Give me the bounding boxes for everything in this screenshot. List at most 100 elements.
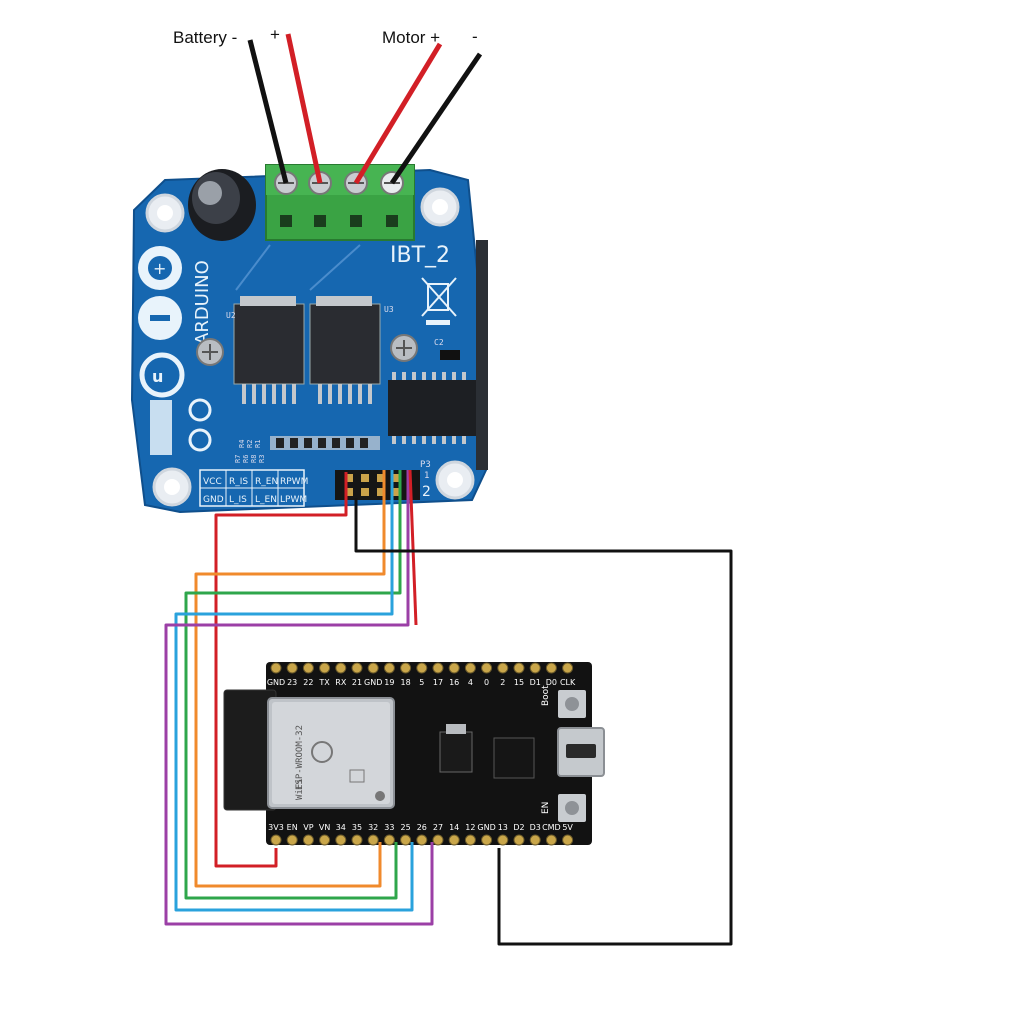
- header-pin: [416, 834, 428, 846]
- header-pin: [335, 662, 347, 674]
- header-pin: [367, 662, 379, 674]
- header-pin: [448, 834, 460, 846]
- header-pin: [481, 834, 493, 846]
- resistor-label: R4: [238, 440, 246, 448]
- mounting-hole-bottom-right: [435, 460, 475, 500]
- pin-label: VP: [303, 823, 313, 832]
- pin-label: D2: [513, 823, 524, 832]
- motor-minus-label: -: [472, 27, 478, 46]
- header-pin: [383, 834, 395, 846]
- header-pin: [497, 662, 509, 674]
- wires: [164, 33, 733, 946]
- p3-label: P3: [420, 460, 431, 470]
- header-pin: [464, 662, 476, 674]
- module-label: ESP-WROOM-32: [295, 725, 305, 790]
- battery-negative-wire: [247, 39, 289, 184]
- header-pin: [448, 662, 460, 674]
- pin-label: L_IS: [229, 495, 247, 505]
- pin-label: 22: [303, 678, 313, 687]
- mounting-hole-bottom-left: [152, 467, 192, 507]
- wire-black-ground: [354, 498, 733, 946]
- screw-terminal-block: [265, 164, 415, 241]
- pin-label: 33: [384, 823, 394, 832]
- battery-label: Battery -: [173, 28, 237, 47]
- pin-label: RX: [335, 678, 347, 687]
- pin-label: 17: [433, 678, 443, 687]
- resistor-label: R3: [258, 455, 266, 463]
- arduino-logo-icon: +: [138, 246, 182, 340]
- header-pin: [319, 662, 331, 674]
- header-pin: [302, 834, 314, 846]
- header-pin: [513, 834, 525, 846]
- pin-label: 18: [401, 678, 411, 687]
- resistor-label: R2: [246, 440, 254, 448]
- header-pin: [416, 662, 428, 674]
- wire-purple: [164, 470, 434, 926]
- header-pin: [286, 662, 298, 674]
- pin-label: D0: [546, 678, 557, 687]
- electrolytic-capacitor: [188, 169, 256, 241]
- pin-label: CMD: [542, 823, 561, 832]
- pin-label: GND: [364, 678, 382, 687]
- pin-label: EN: [287, 823, 298, 832]
- header-pin: [351, 662, 363, 674]
- pin-label: VN: [319, 823, 330, 832]
- resistor-label: R1: [254, 440, 262, 448]
- en-button: [558, 794, 586, 822]
- header-pin: [351, 834, 363, 846]
- capacitor-c2: [440, 350, 460, 360]
- pin-label: TX: [318, 678, 330, 687]
- pin-label: 12: [465, 823, 475, 832]
- bottom-pin-row: [270, 834, 574, 846]
- voltage-regulator: [439, 731, 473, 773]
- header-p3: P3 1 2: [335, 460, 431, 500]
- ul-mark-icon: u: [139, 352, 185, 398]
- battery-plus-label: +: [270, 25, 280, 44]
- header-pin: [529, 662, 541, 674]
- pin-label: 34: [336, 823, 346, 832]
- pin1-label: 1: [424, 471, 429, 481]
- pin-label: 15: [514, 678, 524, 687]
- motor-positive-wire: [353, 42, 443, 185]
- pin-label: 4: [468, 678, 473, 687]
- wire-red-vcc: [214, 472, 348, 868]
- chip-legs: [242, 384, 372, 404]
- motor-label: Motor +: [382, 28, 440, 47]
- header-pin: [400, 662, 412, 674]
- resistor-array: [270, 436, 380, 450]
- ibt2-driver-board: + ARDUINO u IBT_2 U2: [130, 164, 488, 514]
- pin-label: R_IS: [229, 477, 248, 487]
- pin-label: 0: [484, 678, 489, 687]
- pin-label: VCC: [203, 477, 222, 487]
- header-pin: [270, 834, 282, 846]
- header-pin: [383, 662, 395, 674]
- screw-right: [390, 334, 418, 362]
- resistor-labels: R7 R6 R8 R3 R4 R2 R1: [234, 440, 266, 463]
- c2-label: C2: [434, 338, 444, 347]
- pin-label: 3V3: [268, 823, 284, 832]
- svg-text:+: +: [153, 259, 166, 278]
- wire-red-enable: [408, 469, 418, 626]
- pin-label: RPWM: [280, 477, 308, 487]
- ce-mark-icon: [150, 398, 212, 455]
- chip-u2: U2: [226, 296, 305, 385]
- espressif-logo-icon: [311, 741, 333, 763]
- recycle-bin-crossed-icon: [421, 277, 457, 325]
- pin-label: 26: [417, 823, 427, 832]
- pin-label: 5: [419, 678, 424, 687]
- screw-left: [196, 338, 224, 366]
- header-pin: [270, 662, 282, 674]
- chip-u3: U3: [309, 296, 394, 385]
- resistor-label: R7: [234, 455, 242, 463]
- header-pin: [481, 662, 493, 674]
- pin-label: GND: [477, 823, 495, 832]
- wire-blue: [174, 470, 414, 912]
- pin-label: R_EN: [255, 477, 278, 487]
- pin-label: 27: [433, 823, 443, 832]
- header-pin: [562, 834, 574, 846]
- pin-label: 14: [449, 823, 459, 832]
- pin-label: 25: [401, 823, 411, 832]
